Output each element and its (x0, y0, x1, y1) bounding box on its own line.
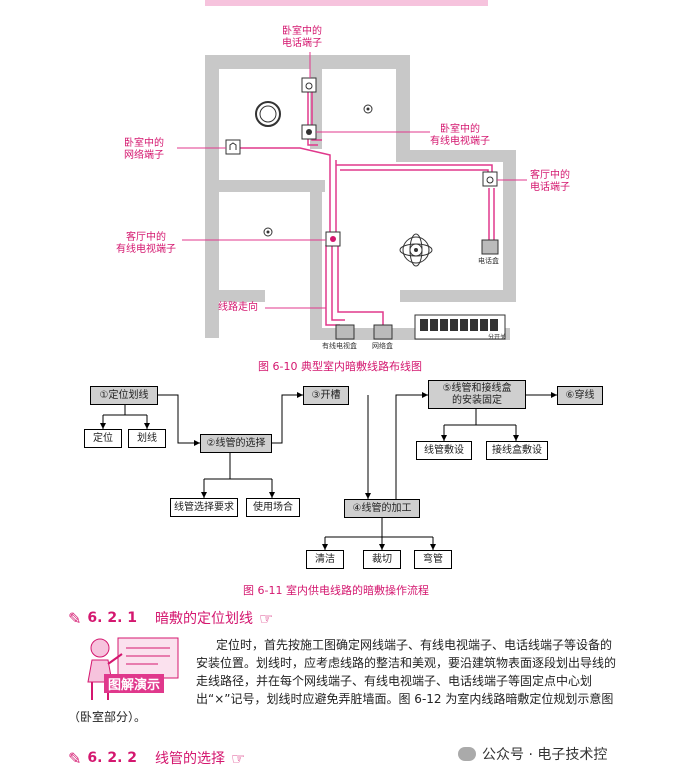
figure-6-11-caption: 图 6-11 室内供电线路的暗敷操作流程 (243, 584, 429, 597)
tv-box (335, 324, 355, 340)
section-6-2-2-heading: ✎ 6. 2. 2 线管的选择 ☞ (68, 748, 245, 768)
outlet-bedroom-phone (301, 77, 317, 93)
walls (205, 55, 516, 340)
header-bar (205, 0, 488, 6)
label-bedroom-phone: 卧室中的 电话端子 (282, 26, 322, 49)
label-living-phone: 客厅中的 电话端子 (530, 170, 570, 193)
outlet-living-phone (482, 171, 498, 187)
flow-step-1b: 划线 (128, 429, 166, 448)
network-box-label: 网络盒 (372, 342, 393, 350)
flow-step-4b: 裁切 (363, 550, 401, 569)
lamp-icon (363, 104, 373, 114)
wiring-lines (240, 90, 495, 326)
flow-step-4: ④线管的加工 (344, 499, 420, 518)
phone-box-label: 电话盒 (478, 257, 499, 265)
pencil-icon: ✎ (68, 748, 82, 768)
tv-box-label: 有线电视盒 (322, 342, 357, 350)
badge-text: 图解演示 (104, 674, 165, 693)
flow-step-5b: 接线盒敷设 (486, 441, 548, 460)
watermark-text: 公众号 · 电子技术控 (482, 747, 608, 763)
wechat-icon (458, 747, 476, 761)
flow-step-1: ①定位划线 (90, 386, 158, 405)
hand-pointer-icon: ☞ (231, 748, 246, 768)
distribution-panel (414, 314, 506, 340)
flow-step-4a: 清洁 (306, 550, 344, 569)
text-float-spacer (68, 636, 196, 708)
section-title: 线管的选择 (155, 751, 226, 767)
flow-step-4c: 弯管 (414, 550, 452, 569)
label-bedroom-tv: 卧室中的 有线电视端子 (430, 124, 490, 147)
flowchart-connectors (100, 392, 557, 550)
label-living-tv: 客厅中的 有线电视端子 (116, 232, 176, 255)
flow-step-5a: 线管敷设 (416, 441, 472, 460)
label-bedroom-network: 卧室中的 网络端子 (124, 138, 164, 161)
distribution-label: 分开关 (488, 334, 507, 341)
section-6-2-1-heading: ✎ 6. 2. 1 暗敷的定位划线 ☞ (68, 608, 273, 628)
flow-step-2: ②线管的选择 (200, 434, 272, 453)
outlet-living-tv (325, 231, 341, 247)
room-kitchen: 厨房 (326, 75, 345, 85)
phone-box (481, 239, 499, 255)
pencil-icon: ✎ (68, 608, 82, 628)
figure-6-10-caption: 图 6-10 典型室内暗敷线路布线图 (258, 360, 422, 373)
outlet-bedroom-tv (301, 124, 317, 140)
room-bedroom: 卧室 (220, 75, 239, 85)
room-bathroom: 卫生间 (220, 268, 248, 278)
outlet-bedroom-network (225, 139, 241, 155)
section-paragraph: 定位时，首先按施工图确定网线端子、有线电视端子、电话线端子等设备的安装位置。划线… (68, 636, 623, 726)
flow-step-6: ⑥穿线 (557, 386, 603, 405)
hand-pointer-icon: ☞ (259, 608, 274, 628)
watermark: 公众号 · 电子技术控 (458, 744, 607, 764)
section-title: 暗敷的定位划线 (155, 611, 254, 627)
lamp-icon (263, 227, 273, 237)
label-line-route: 线路走向 (218, 302, 258, 313)
section-number: 6. 2. 1 (87, 610, 138, 626)
chandelier-icon (399, 233, 433, 267)
flow-step-3: ③开槽 (303, 386, 349, 405)
room-living: 客厅 (404, 201, 423, 211)
floor-plan (177, 52, 527, 340)
leader-lines (177, 52, 527, 309)
flow-step-2b: 使用场合 (246, 498, 300, 517)
paragraph-text: 定位时，首先按施工图确定网线端子、有线电视端子、电话线端子等设备的安装位置。划线… (68, 638, 617, 724)
flow-step-1a: 定位 (84, 429, 122, 448)
flow-step-2a: 线管选择要求 (170, 498, 238, 517)
section-number: 6. 2. 2 (87, 750, 138, 766)
flow-step-5: ⑤线管和接线盒 的安装固定 (428, 380, 526, 409)
illustration-badge: 图解演示 (78, 634, 182, 702)
network-box (373, 324, 393, 340)
